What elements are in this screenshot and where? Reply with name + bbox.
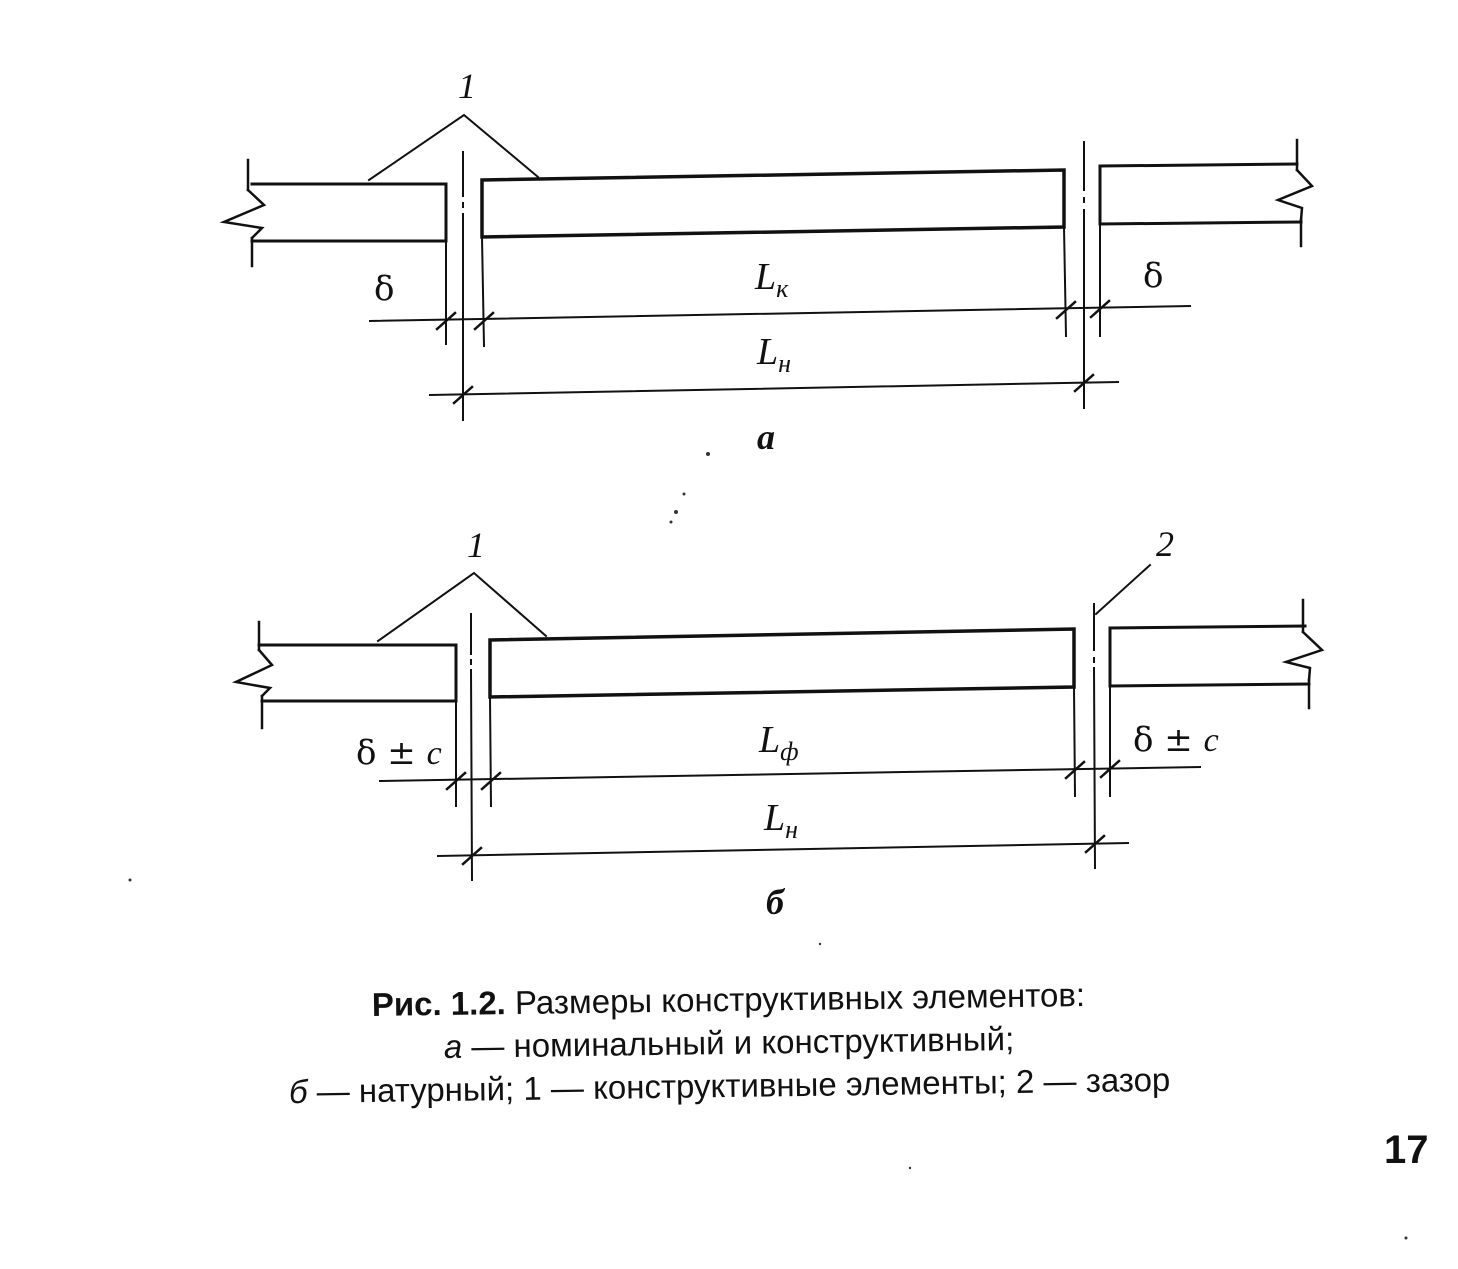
caption-letter-a: а — [443, 1027, 463, 1065]
extension-lines-b — [455, 685, 1111, 808]
delta-right-a: δ — [1143, 256, 1163, 296]
dimension-ticks-b — [445, 759, 1121, 866]
gap-axes-a — [462, 141, 1085, 421]
extension-lines-a — [445, 223, 1101, 348]
sublabel-a: а — [757, 417, 775, 457]
diagram-a — [219, 113, 1315, 421]
element-right-a — [1098, 138, 1315, 248]
caption-figure-label: Рис. 1.2. — [371, 984, 507, 1023]
dimension-ticks-a — [435, 299, 1111, 405]
callout-leaders-b — [376, 563, 1152, 643]
dimension-lines-b — [378, 765, 1202, 858]
callout-1-b: 1 — [467, 525, 485, 565]
element-center-a — [480, 168, 1066, 239]
scan-specks — [128, 452, 1408, 1240]
delta-right-b: δ ± c — [1133, 720, 1219, 760]
callout-leaders-a — [367, 113, 540, 182]
dim-outer-label-b: Lн — [763, 797, 798, 844]
caption-line-2-text: — номинальный и конструктивный; — [461, 1020, 1015, 1065]
delta-left-a: δ — [374, 269, 394, 309]
sublabel-b: б — [766, 882, 786, 922]
callout-2-b: 2 — [1156, 524, 1174, 564]
element-center-b — [488, 627, 1076, 699]
page-number: 17 — [1384, 1128, 1429, 1172]
dimension-lines-a — [368, 304, 1192, 397]
figure-caption: Рис. 1.2. Размеры конструктивных элемент… — [0, 968, 1458, 1117]
dim-inner-label-a: Lк — [754, 256, 789, 303]
element-left-a — [219, 158, 448, 268]
element-right-b — [1108, 598, 1325, 710]
caption-title: Размеры конструктивных элементов: — [505, 976, 1086, 1022]
callout-1-a: 1 — [458, 66, 476, 106]
caption-letter-b: б — [288, 1072, 308, 1111]
diagram-b — [231, 563, 1325, 882]
dim-outer-label-a: Lн — [756, 331, 791, 378]
delta-left-b: δ ± c — [356, 733, 442, 773]
element-left-b — [231, 620, 458, 730]
caption-line-3-text: — натурный; 1 — конструктивные элементы;… — [307, 1060, 1171, 1110]
dim-inner-label-b: Lф — [758, 719, 799, 766]
